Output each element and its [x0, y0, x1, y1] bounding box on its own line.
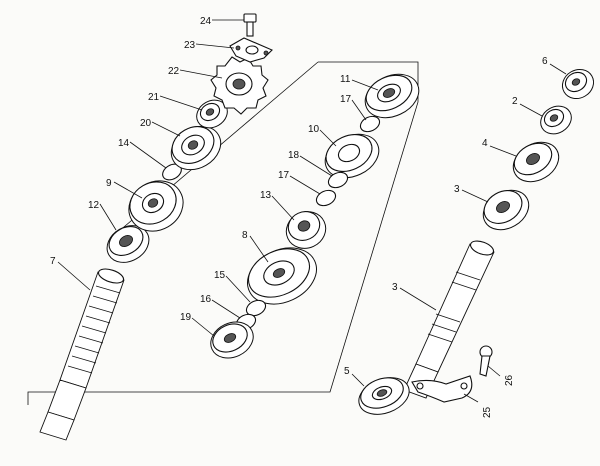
washer-17-lower	[315, 189, 337, 207]
callout-15: 15	[214, 270, 226, 281]
callout-8: 8	[242, 230, 248, 241]
bearing-2	[540, 105, 572, 135]
callout-4: 4	[482, 138, 488, 149]
washer-17-upper	[359, 115, 381, 133]
callout-21: 21	[148, 92, 160, 103]
callout-23: 23	[184, 40, 196, 51]
callout-2: 2	[512, 96, 518, 107]
callout-19: 19	[180, 312, 192, 323]
callout-25: 25	[482, 406, 493, 418]
callout-17-lower: 17	[278, 170, 290, 181]
callout-16: 16	[200, 294, 212, 305]
callout-9: 9	[106, 178, 112, 189]
callout-22: 22	[168, 66, 180, 77]
washer-18	[327, 171, 349, 189]
bearing-11	[364, 73, 420, 119]
callout-7: 7	[50, 256, 56, 267]
callout-24-upper: 24	[200, 16, 212, 27]
callout-6: 6	[542, 56, 548, 67]
bearing-20	[170, 125, 222, 171]
bearing-5	[358, 377, 410, 415]
group-bracket	[27, 61, 419, 405]
washer-15	[245, 299, 267, 317]
plate-25	[411, 375, 473, 403]
gear-4	[512, 141, 560, 183]
gear-13	[285, 211, 327, 249]
callout-18: 18	[288, 150, 300, 161]
callout-5: 5	[344, 366, 350, 377]
callout-20: 20	[140, 118, 152, 129]
sprocket-22	[210, 56, 269, 115]
callout-26: 26	[504, 374, 515, 386]
gear-9	[128, 180, 184, 232]
main-shaft	[39, 268, 125, 441]
callout-3-upper: 3	[454, 184, 460, 195]
gear-8	[247, 247, 317, 305]
gear-3-upper	[482, 189, 530, 231]
bolt-26	[479, 345, 493, 377]
bearing-6	[561, 68, 595, 100]
callout-3-lower: 3	[392, 282, 398, 293]
callout-12: 12	[88, 200, 100, 211]
gear-10	[324, 133, 380, 179]
callout-13: 13	[260, 190, 272, 201]
gear-12	[106, 225, 150, 263]
callout-11: 11	[340, 74, 351, 85]
bearing-21	[196, 99, 228, 129]
bolt-24	[243, 13, 257, 37]
callout-17-upper: 17	[340, 94, 352, 105]
leader-lines	[57, 19, 567, 403]
callout-10: 10	[308, 124, 320, 135]
bearing-19	[210, 321, 254, 359]
lock-plate-23	[229, 37, 273, 63]
callout-14: 14	[118, 138, 130, 149]
